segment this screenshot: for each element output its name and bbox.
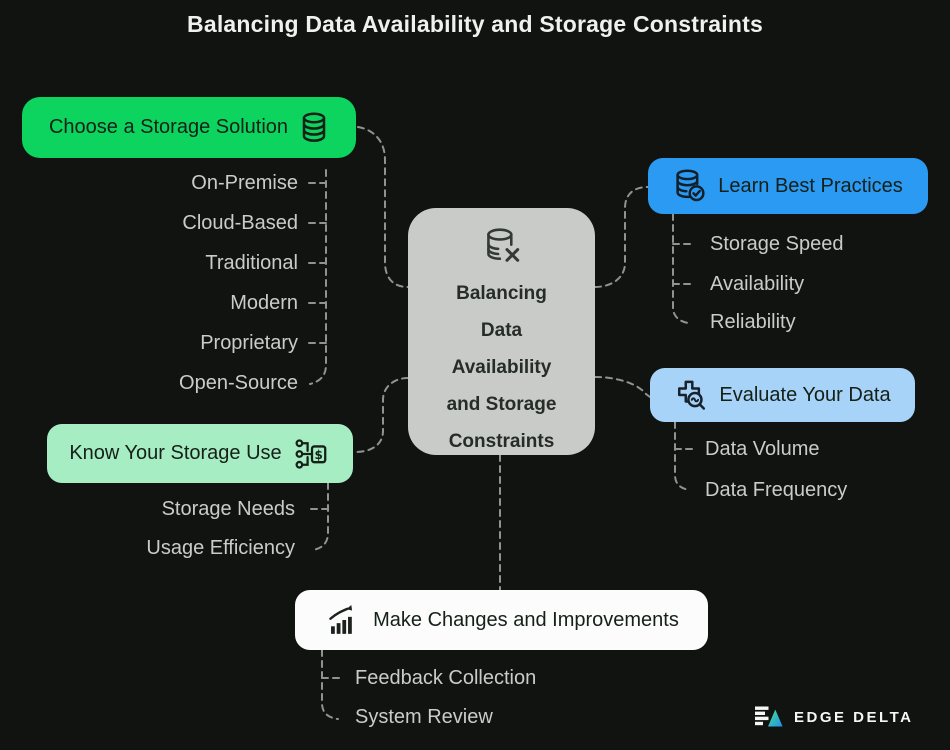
item-data-volume: Data Volume: [705, 438, 820, 460]
item-availability: Availability: [710, 273, 805, 295]
dollar-glyph: $: [314, 447, 322, 461]
item-storage-speed: Storage Speed: [710, 233, 844, 255]
connector-center-to-know: [354, 377, 409, 453]
item-data-frequency: Data Frequency: [705, 479, 848, 501]
center-node: Balancing Data Availability and Storage …: [408, 208, 595, 455]
center-label-line: Data: [480, 320, 523, 341]
node-evaluate-data: Evaluate Your Data: [650, 368, 915, 422]
center-label-line: Availability: [451, 357, 552, 378]
growth-chart-icon: [329, 605, 353, 634]
database-check-icon: [676, 169, 705, 202]
item-feedback-collection: Feedback Collection: [355, 667, 537, 689]
connector-center-to-evaluate: [594, 376, 651, 398]
node-choose-storage-label: Choose a Storage Solution: [48, 116, 289, 138]
item-usage-efficiency: Usage Efficiency: [146, 537, 295, 559]
node-evaluate-data-label: Evaluate Your Data: [719, 383, 891, 406]
item-system-review: System Review: [355, 706, 493, 728]
item-open-source: Open-Source: [179, 372, 298, 394]
database-icon: [302, 111, 326, 142]
item-traditional: Traditional: [205, 252, 298, 274]
node-make-changes-label: Make Changes and Improvements: [373, 608, 679, 631]
item-reliability: Reliability: [710, 311, 796, 333]
page-title: Balancing Data Availability and Storage …: [187, 11, 763, 37]
item-proprietary: Proprietary: [200, 332, 298, 354]
connector-center-to-learn: [594, 186, 649, 288]
node-learn-practices: Learn Best Practices: [648, 158, 928, 214]
edge-delta-logo-icon: [755, 706, 783, 727]
item-on-premise: On-Premise: [191, 172, 298, 194]
node-choose-storage: Choose a Storage Solution: [22, 97, 356, 158]
center-label-line: and Storage: [446, 394, 557, 415]
magnifier-plus-icon: [678, 380, 706, 410]
node-know-usage: Know Your Storage Use $: [47, 424, 353, 483]
connector-choose-to-center: [357, 126, 409, 288]
center-label-line: Balancing: [456, 283, 547, 304]
brand-name: EDGE DELTA: [794, 708, 914, 726]
item-cloud-based: Cloud-Based: [182, 212, 298, 234]
item-storage-needs: Storage Needs: [161, 498, 295, 520]
brand-footer: EDGE DELTA: [755, 702, 913, 732]
database-x-icon: [486, 228, 519, 262]
center-label-line: Constraints: [448, 431, 555, 452]
node-make-changes: Make Changes and Improvements: [295, 590, 708, 650]
cost-flow-icon: $: [295, 438, 327, 469]
item-modern: Modern: [230, 292, 298, 314]
node-know-usage-label: Know Your Storage Use: [69, 442, 282, 464]
node-learn-practices-label: Learn Best Practices: [718, 174, 903, 197]
